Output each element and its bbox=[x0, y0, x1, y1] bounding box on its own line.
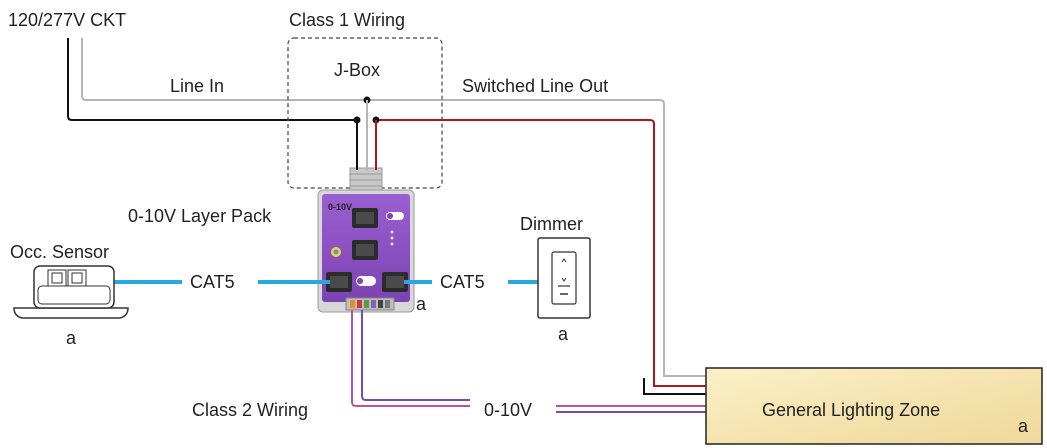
class1-label: Class 1 Wiring bbox=[289, 10, 405, 30]
line-in-label: Line In bbox=[170, 76, 224, 96]
layer-pack-device: 0-10V bbox=[317, 189, 415, 313]
layer-pack-label: 0-10V Layer Pack bbox=[128, 206, 272, 226]
occ-sensor-label: Occ. Sensor bbox=[10, 242, 109, 262]
device-title: 0-10V bbox=[328, 202, 352, 212]
jbox-outline bbox=[287, 37, 443, 189]
device-nut bbox=[349, 167, 383, 191]
cat5-right-label: CAT5 bbox=[440, 272, 485, 292]
class2-label: Class 2 Wiring bbox=[192, 400, 308, 420]
dimmer-label: Dimmer bbox=[520, 214, 583, 234]
lighting-zone-label: General Lighting Zone bbox=[762, 400, 940, 420]
class2-pink-wire bbox=[351, 310, 470, 407]
line-in-to-zone bbox=[357, 108, 670, 120]
jbox-label: J-Box bbox=[334, 60, 380, 80]
line-in-wire bbox=[67, 38, 358, 176]
class2-purple-wire bbox=[361, 310, 470, 401]
pack-mark: a bbox=[416, 294, 427, 314]
zone-mark: a bbox=[1018, 416, 1029, 436]
switched-out-label: Switched Line Out bbox=[462, 76, 608, 96]
cat5-left-label: CAT5 bbox=[190, 272, 235, 292]
hot-wire-zone bbox=[643, 378, 706, 395]
neutral-wire bbox=[81, 38, 706, 377]
dimmer-device bbox=[537, 237, 591, 319]
dimmer-mark: a bbox=[558, 324, 569, 344]
signal-label: 0-10V bbox=[484, 400, 532, 420]
occ-mark: a bbox=[66, 328, 77, 348]
lighting-zone-box bbox=[705, 367, 1043, 445]
circuit-label: 120/277V CKT bbox=[8, 10, 126, 30]
occ-sensor-device bbox=[13, 265, 129, 319]
